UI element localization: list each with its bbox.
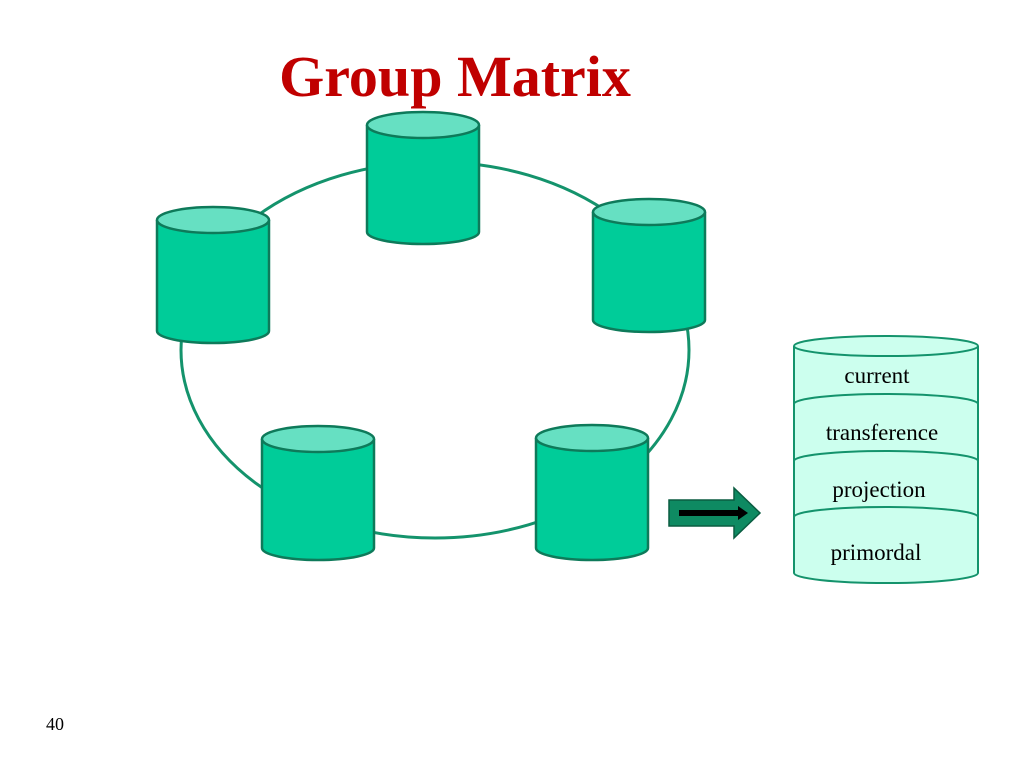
layer-label-transference: transference bbox=[826, 420, 938, 445]
right-arrow-icon bbox=[668, 486, 762, 540]
group-member-cylinder-top bbox=[365, 110, 481, 246]
matrix-layer-stack: current transference projection primorda… bbox=[793, 335, 979, 584]
layer-label-current: current bbox=[844, 363, 910, 388]
group-member-cylinder-bottom-right bbox=[534, 423, 650, 562]
group-member-cylinder-bottom-left bbox=[260, 424, 376, 562]
group-member-cylinder-right bbox=[591, 197, 707, 334]
layer-divider bbox=[793, 506, 979, 518]
group-member-cylinder-left bbox=[155, 205, 271, 345]
slide-number: 40 bbox=[46, 714, 64, 734]
slide-title: Group Matrix bbox=[279, 44, 631, 109]
layer-label-primordal: primordal bbox=[831, 540, 922, 565]
layer-divider bbox=[793, 450, 979, 462]
layer-divider bbox=[793, 393, 979, 405]
layer-label-projection: projection bbox=[832, 477, 926, 502]
